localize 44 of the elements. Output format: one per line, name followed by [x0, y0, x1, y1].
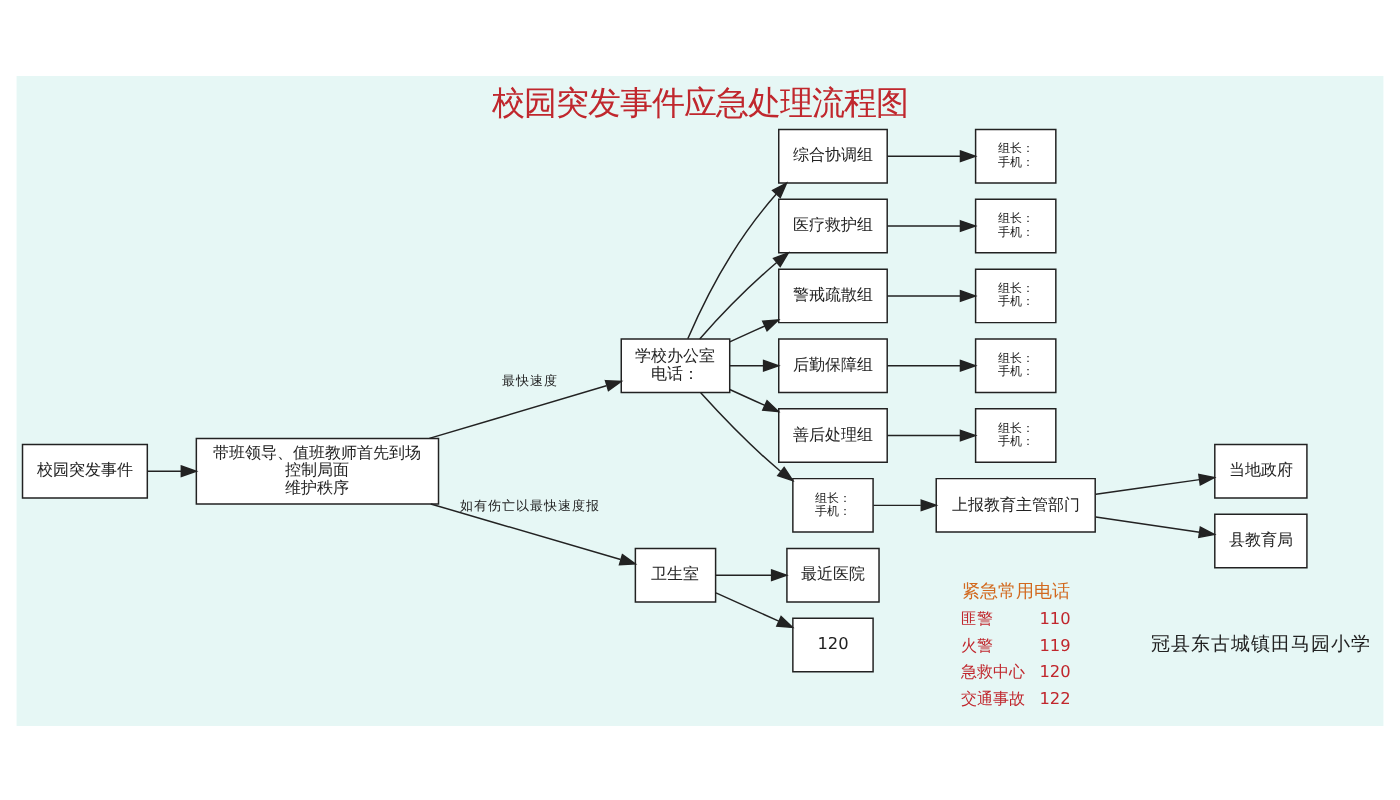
label: 122: [1039, 687, 1071, 708]
label: 110: [1039, 606, 1071, 627]
node-box: 最近医院: [786, 546, 880, 602]
node-box: 学校办公室 电话：: [620, 337, 731, 393]
node-box: 上报教育主管部门: [935, 476, 1096, 532]
arrow: [1095, 472, 1217, 494]
label: 冠县东古城镇田马园小学: [1150, 633, 1371, 656]
arrow: [687, 180, 789, 339]
arrow: [886, 428, 978, 441]
node-box: 带班领导、值班教师首先到场 控制局面 维护秩序: [195, 436, 440, 504]
arrow: [728, 358, 781, 371]
arrow: [886, 218, 978, 232]
arrow: [1095, 515, 1217, 538]
label: 火警: [960, 633, 993, 654]
node-box: 120: [792, 616, 874, 672]
label: 交通事故: [960, 687, 1025, 708]
arrow: [728, 387, 781, 412]
arrow: [698, 250, 791, 339]
node-box: 卫生室: [634, 546, 717, 602]
node-box: 医疗救护组: [778, 197, 888, 253]
arrow: [715, 567, 789, 581]
arrow: [430, 502, 638, 565]
label: 匪警: [960, 606, 993, 627]
node-box: 县教育局: [1214, 512, 1308, 568]
arrow: [699, 391, 795, 481]
node-box: 后勤保障组: [778, 337, 888, 393]
label: 120: [1039, 660, 1071, 681]
node-box: 综合协调组: [778, 127, 888, 183]
arrow: [428, 378, 624, 439]
node-box: 警戒疏散组: [778, 267, 888, 323]
arrow: [886, 288, 978, 302]
node-box: 校园突发事件: [21, 442, 149, 498]
label: 急救中心: [960, 660, 1025, 681]
node-box: 善后处理组: [778, 407, 888, 463]
arrow: [147, 463, 199, 477]
label: 119: [1039, 633, 1071, 654]
arrow: [886, 148, 978, 162]
label: 紧急常用电话: [962, 581, 1071, 602]
diagram-title: 校园突发事件应急处理流程图: [492, 83, 908, 122]
arrow: [886, 358, 978, 371]
node-box: 当地政府: [1214, 442, 1308, 498]
arrow: [728, 317, 781, 342]
arrow: [715, 591, 795, 628]
arrow: [872, 498, 939, 511]
